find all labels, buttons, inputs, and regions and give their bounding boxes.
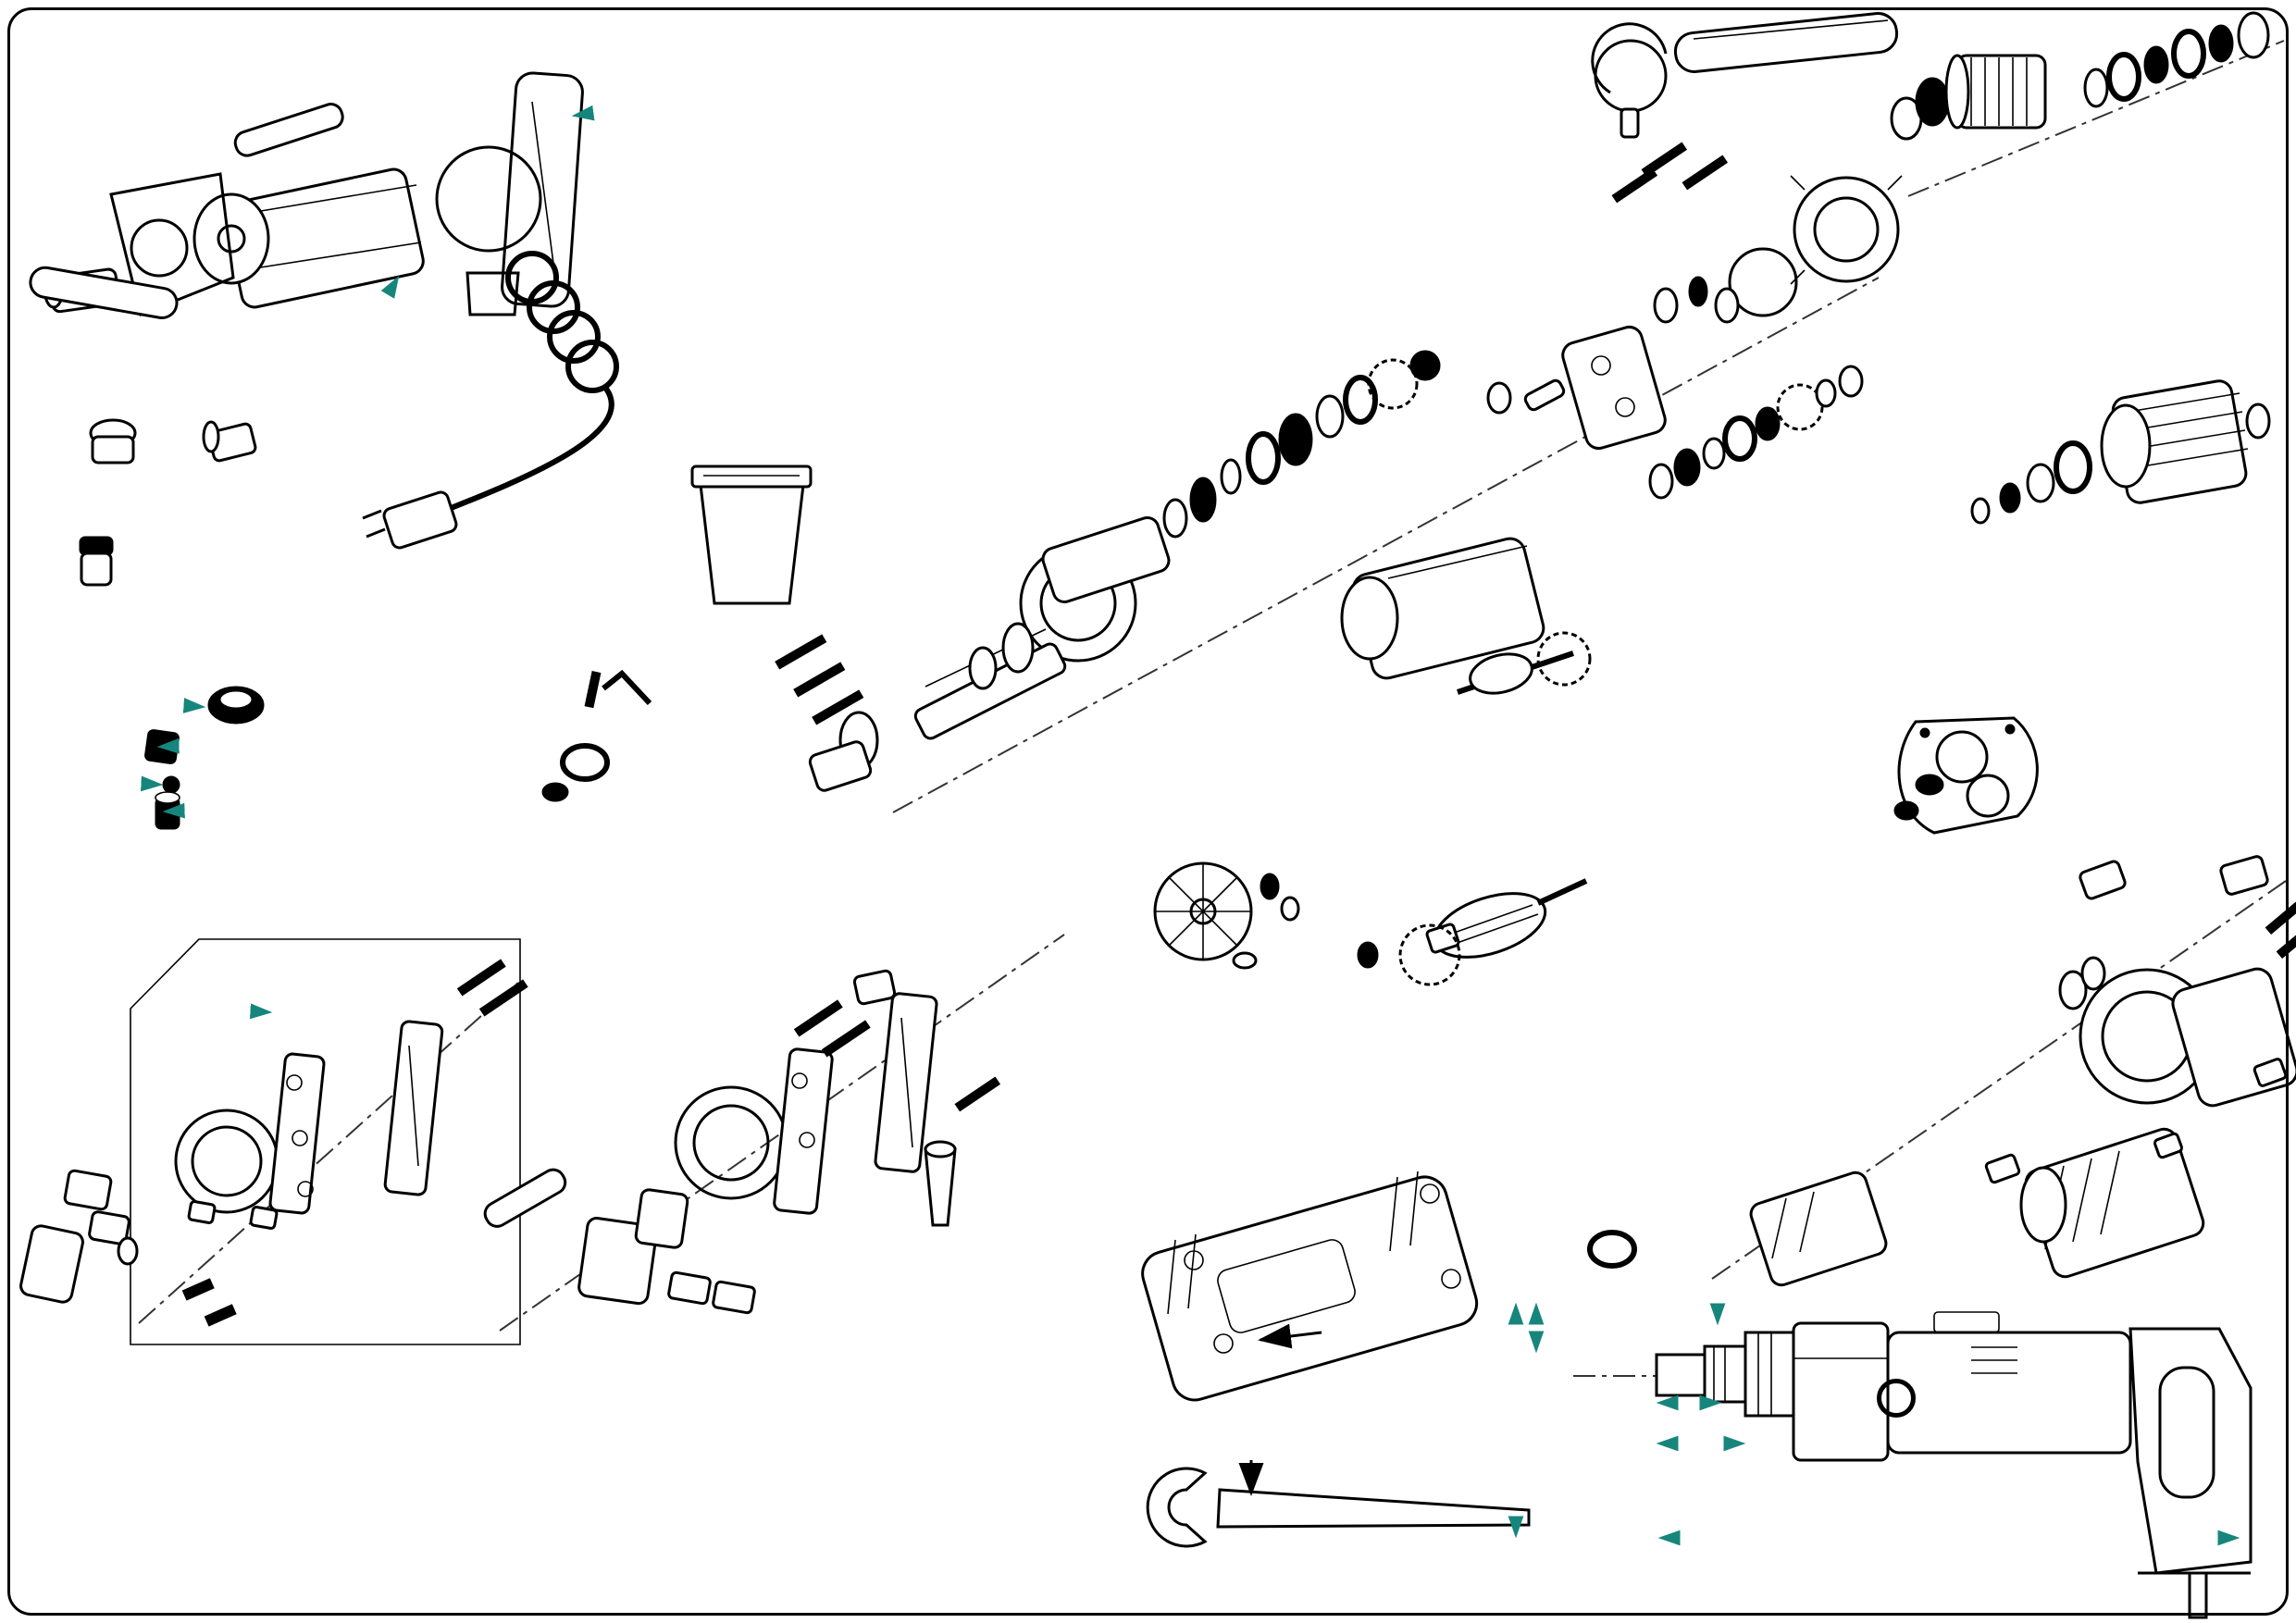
- drawing-motor-armature: [1340, 537, 1592, 695]
- drawing-grease-fitting-parts: [144, 686, 265, 830]
- drawing-carrying-case: [1141, 1171, 1479, 1402]
- drawing-clamp-cluster-1811137: [19, 938, 567, 1345]
- drawing-clamp-cluster-2230324: [577, 969, 1001, 1315]
- drawing-fan-group: [1153, 861, 1300, 970]
- drawing-side-handle: [1591, 12, 1899, 139]
- drawing-armature-group: [1357, 878, 1588, 986]
- drawing-gear-plate: [1893, 716, 2039, 835]
- drawing-wrench: [1146, 1467, 1531, 1548]
- label-leader-arrows: [141, 105, 1322, 1496]
- drawing-dimensioned-drill: [1508, 1302, 2253, 1619]
- drawing-drill-assembly-left: [29, 71, 619, 587]
- drawing-rear-housing-cluster: [1587, 855, 2296, 1287]
- drawing-finned-housing: [1970, 379, 2271, 525]
- assembly-axis-lines: [138, 40, 2287, 1377]
- drawing-grease-bucket: [690, 465, 813, 605]
- brand-logo-icon: [1877, 1379, 1916, 1418]
- drawing-optional-kit-parts: [541, 669, 652, 802]
- drawing-chuck-rings-row: [1890, 11, 2270, 141]
- drawing-main-exploded-gearbox: [775, 142, 1903, 792]
